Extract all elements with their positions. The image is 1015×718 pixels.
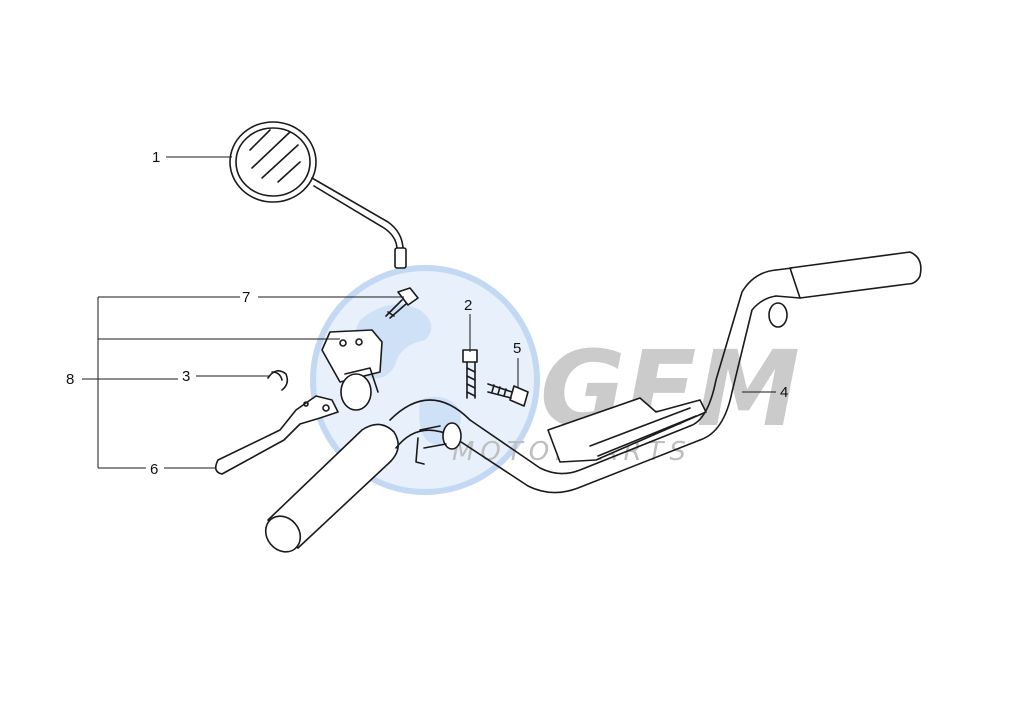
screw-part-5 (487, 383, 529, 407)
callout-1: 1 (152, 149, 160, 166)
brake-lever-part (214, 395, 339, 475)
clamp-bracket-part (321, 329, 383, 411)
handlebar-part (264, 251, 922, 553)
callout-5: 5 (513, 340, 521, 357)
screw-part-7 (385, 287, 419, 319)
clip-part-3 (267, 370, 289, 391)
callout-4: 4 (780, 384, 788, 401)
callout-8: 8 (66, 371, 74, 388)
mirror-part (229, 121, 407, 269)
callout-2: 2 (464, 297, 472, 314)
leader-lines (82, 156, 776, 469)
callout-7: 7 (242, 289, 250, 306)
callout-labels: 1 7 2 5 8 3 4 6 (66, 149, 788, 478)
callout-3: 3 (182, 368, 190, 385)
callout-6: 6 (150, 461, 158, 478)
